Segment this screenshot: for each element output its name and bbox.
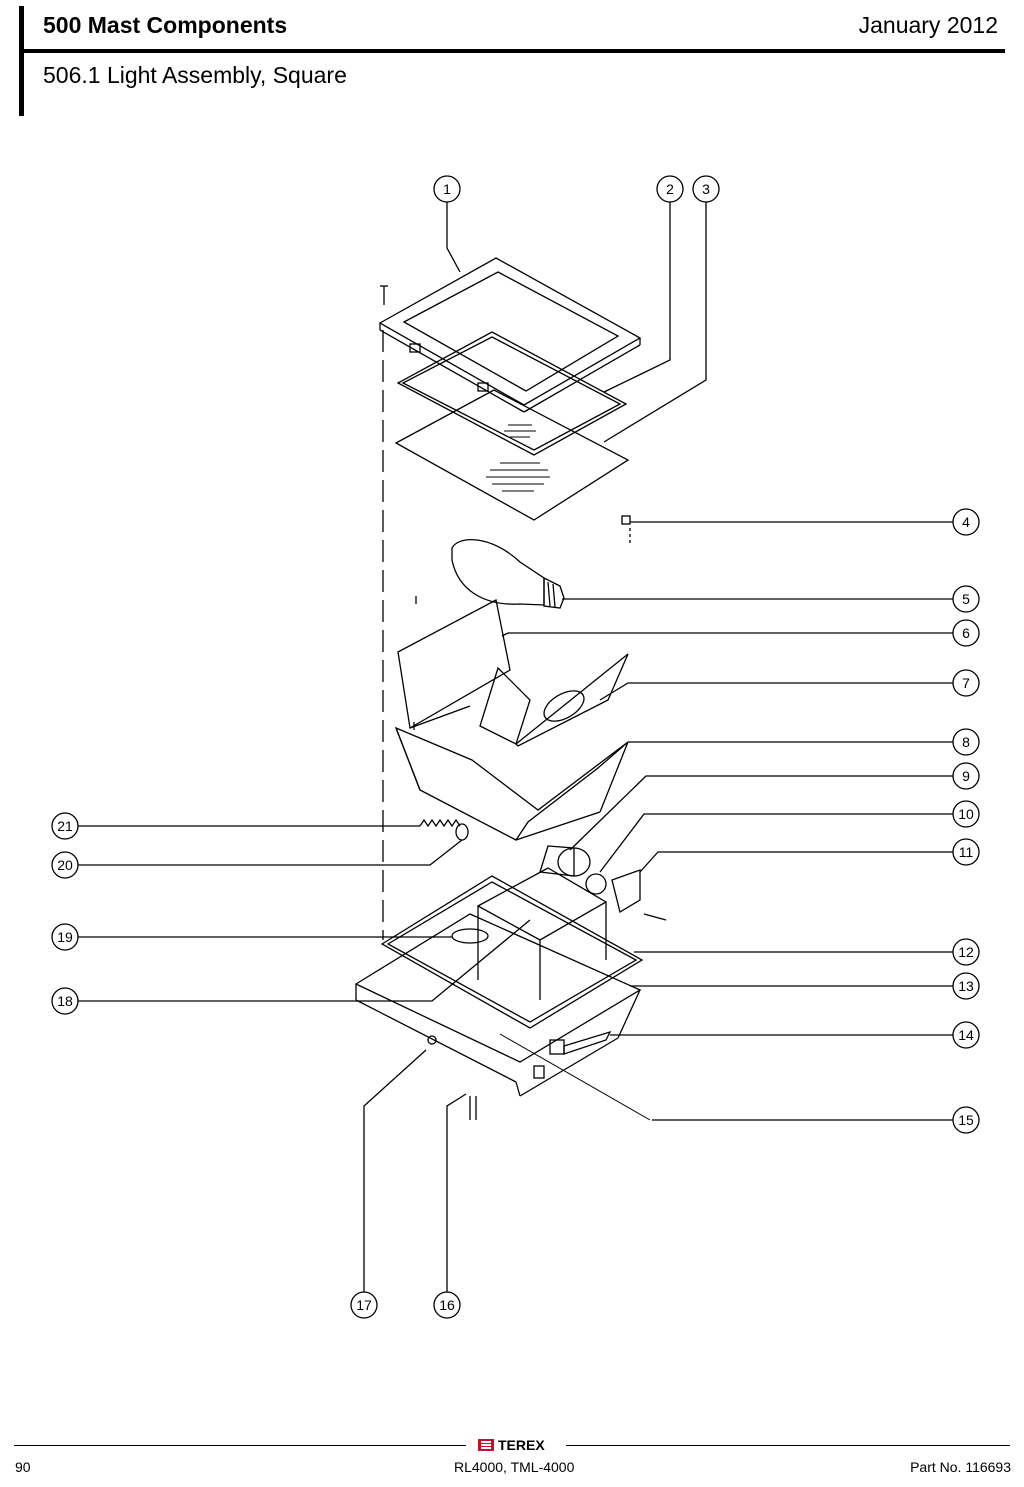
page-number: 90 (15, 1459, 31, 1475)
callout-10 (952, 800, 980, 828)
callout-label-1: 1 (443, 181, 451, 197)
callout-7 (952, 669, 980, 697)
footer-models: RL4000, TML-4000 (454, 1459, 575, 1475)
callout-13 (952, 972, 980, 1000)
spring-drawing (419, 818, 461, 828)
callout-6 (952, 619, 980, 647)
wire-drawing (499, 1033, 651, 1121)
gasket-drawing (396, 331, 628, 456)
callout-label-4: 4 (962, 514, 970, 530)
callout-label-16: 16 (439, 1297, 455, 1313)
document-date: January 2012 (858, 12, 998, 38)
callout-label-15: 15 (958, 1112, 974, 1128)
callout-label-10: 10 (958, 806, 974, 822)
callout-label-9: 9 (962, 768, 970, 784)
ignitor-drawing (451, 928, 489, 944)
callout-label-20: 20 (57, 857, 73, 873)
header-accent-bar (19, 6, 24, 116)
glass-lens-drawing (394, 389, 630, 521)
callout-1 (433, 175, 461, 203)
callout-label-14: 14 (958, 1027, 974, 1043)
terex-logo-icon (478, 1439, 494, 1451)
mount-bracket-drawing (611, 869, 667, 921)
footer-brand-text: TEREX (498, 1437, 545, 1453)
leader-lines (78, 202, 954, 1292)
footer-brand-logo: TEREX (478, 1437, 545, 1453)
washer-drawing (585, 873, 607, 895)
gasket-inner-drawing (401, 336, 622, 451)
callout-label-12: 12 (958, 944, 974, 960)
housing-gasket-drawing (380, 875, 644, 1029)
callout-2 (656, 175, 684, 203)
footer-part-number: Part No. 116693 (910, 1459, 1011, 1475)
callout-label-21: 21 (57, 818, 73, 834)
callout-4 (952, 508, 980, 536)
callout-label-18: 18 (57, 993, 73, 1009)
callout-label-6: 6 (962, 625, 970, 641)
exploded-parts-diagram: 1 2 3 4 5 6 7 8 9 10 11 12 13 14 15 16 1… (51, 175, 980, 1319)
lens-glare-lines (486, 462, 550, 492)
callout-3 (692, 175, 720, 203)
latch-drawing (549, 1030, 612, 1055)
callout-16 (433, 1291, 461, 1319)
callout-label-8: 8 (962, 734, 970, 750)
footer-rule-left (14, 1445, 466, 1446)
clip-drawing (621, 515, 631, 525)
callout-label-17: 17 (356, 1297, 372, 1313)
header-rule (24, 49, 1005, 53)
callout-label-3: 3 (702, 181, 710, 197)
lens-frame-drawing (378, 257, 642, 413)
socket-drawing (539, 845, 591, 877)
callout-21 (51, 812, 79, 840)
callout-19 (51, 923, 79, 951)
callout-label-13: 13 (958, 978, 974, 994)
callout-8 (952, 728, 980, 756)
callout-18 (51, 987, 79, 1015)
gasket-glare-lines (504, 424, 536, 438)
callout-20 (51, 851, 79, 879)
lower-reflector-drawing (394, 726, 629, 841)
callout-14 (952, 1021, 980, 1049)
callout-label-7: 7 (962, 675, 970, 691)
callout-12 (952, 938, 980, 966)
callout-17 (350, 1291, 378, 1319)
callout-label-11: 11 (959, 844, 974, 860)
callout-label-5: 5 (962, 591, 970, 607)
footer-rule-right (566, 1445, 1010, 1446)
callout-label-19: 19 (57, 929, 73, 945)
callout-11 (952, 838, 980, 866)
section-title: 500 Mast Components (43, 12, 288, 38)
bracket-clip-drawing (455, 823, 469, 841)
frame-screw-drawing (380, 285, 388, 305)
callout-label-2: 2 (666, 181, 674, 197)
page-subtitle: 506.1 Light Assembly, Square (43, 62, 347, 88)
reflector-plate-drawing (515, 653, 629, 747)
upper-reflector-drawing (397, 599, 511, 730)
bulb-drawing (451, 539, 565, 609)
callout-15 (952, 1106, 980, 1134)
callout-5 (952, 585, 980, 613)
callout-9 (952, 762, 980, 790)
